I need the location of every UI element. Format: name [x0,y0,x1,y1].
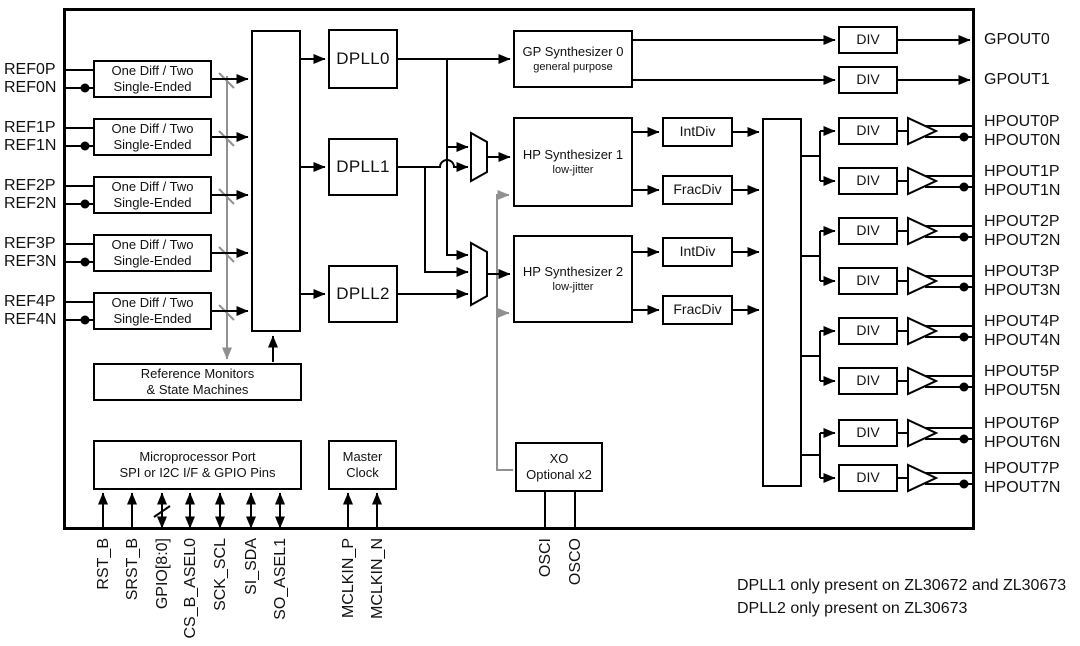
output-crossbar-switch [762,118,802,487]
ref4p-label: REF4P [4,293,56,310]
hpout0p-label: HPOUT0P [984,113,1060,130]
hpout4n-label: HPOUT4N [984,332,1061,349]
hpout7n-label: HPOUT7N [984,479,1061,496]
gpout0-label: GPOUT0 [984,31,1050,48]
pin-cs-b-asel0-label: CS_B_ASEL0 [182,538,199,639]
hpout1p-label: HPOUT1P [984,163,1060,180]
ref0n-label: REF0N [4,79,57,96]
gpout1-label: GPOUT1 [984,71,1050,88]
pin-so-asel1-label: SO_ASEL1 [272,538,289,620]
intdiv1-block: IntDiv [662,117,733,147]
hpout6n-label: HPOUT6N [984,434,1061,451]
ref0p-label: REF0P [4,61,56,78]
hpout2p-label: HPOUT2P [984,213,1060,230]
gpout1-div-block: DIV [838,66,898,94]
hpout3p-label: HPOUT3P [984,263,1060,280]
hpout2-div-block: DIV [838,217,898,245]
input-crossbar-switch [251,30,301,332]
hpout7p-label: HPOUT7P [984,460,1060,477]
dpll1-block: DPLL1 [328,138,398,196]
hpout4-div-block: DIV [838,317,898,345]
pin-sck-scl-label: SCK_SCL [212,538,229,611]
pin-si-sda-label: SI_SDA [243,538,260,595]
hpout0-div-block: DIV [838,117,898,145]
hpout5-div-block: DIV [838,367,898,395]
fracdiv2-block: FracDiv [662,295,733,325]
fracdiv1-block: FracDiv [662,175,733,205]
hpout5p-label: HPOUT5P [984,363,1060,380]
dpll2-block: DPLL2 [328,265,398,323]
footnote-dpll2: DPLL2 only present on ZL30673 [737,600,968,617]
ref1n-label: REF1N [4,137,57,154]
pin-rst-b-label: RST_B [95,538,112,590]
hpout6-div-block: DIV [838,419,898,447]
pin-gpio-label: GPIO[8:0] [154,538,171,610]
hpout6p-label: HPOUT6P [984,415,1060,432]
dpll0-block: DPLL0 [328,29,398,89]
footnote-dpll1: DPLL1 only present on ZL30672 and ZL3067… [737,577,1067,594]
ref4n-label: REF4N [4,311,57,328]
hpout4p-label: HPOUT4P [984,313,1060,330]
pin-srst-b-label: SRST_B [124,538,141,601]
hpout5n-label: HPOUT5N [984,382,1061,399]
ref3n-label: REF3N [4,253,57,270]
gpout0-div-block: DIV [838,26,898,54]
chip-outline [63,8,975,530]
hpout7-div-block: DIV [838,464,898,492]
hpout1-div-block: DIV [838,167,898,195]
hpout2n-label: HPOUT2N [984,232,1061,249]
hpout1n-label: HPOUT1N [984,182,1061,199]
pin-mclkin-n-label: MCLKIN_N [369,538,386,619]
pin-osco-label: OSCO [567,538,584,586]
hpout3-div-block: DIV [838,267,898,295]
hpout0n-label: HPOUT0N [984,132,1061,149]
pin-osci-label: OSCI [537,538,554,578]
ref2p-label: REF2P [4,177,56,194]
ref1p-label: REF1P [4,119,56,136]
ref2n-label: REF2N [4,195,57,212]
reference-monitors-block: Reference Monitors& State Machines [93,363,302,401]
ref3p-label: REF3P [4,235,56,252]
pin-mclkin-p-label: MCLKIN_P [340,538,357,619]
hpout3n-label: HPOUT3N [984,282,1061,299]
intdiv2-block: IntDiv [662,237,733,267]
